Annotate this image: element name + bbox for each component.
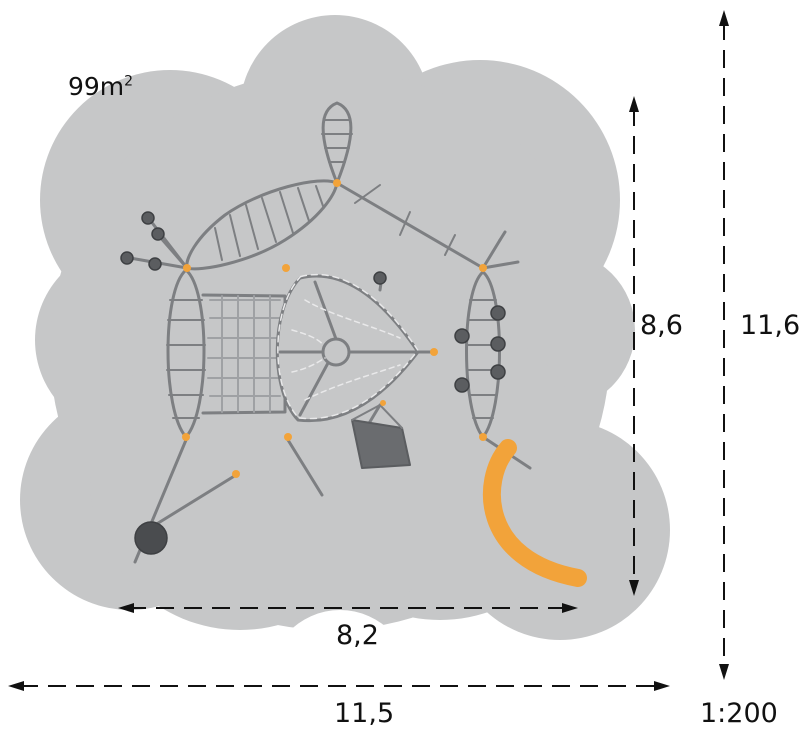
- area-label: 99m2: [68, 72, 133, 101]
- arrow-right-icon: [654, 681, 670, 691]
- area-exponent: 2: [124, 73, 134, 90]
- ball-icon: [120, 251, 134, 265]
- anchor-points: [182, 179, 487, 478]
- ball-icon: [490, 336, 506, 352]
- inner-width-label: 8,2: [336, 620, 379, 651]
- hanging-panel: [351, 404, 411, 469]
- arrow-right-icon: [562, 603, 578, 613]
- arrow-down-icon: [629, 580, 639, 596]
- arrow-left-icon: [118, 603, 134, 613]
- slide: [482, 439, 587, 587]
- big-ball-icon: [134, 521, 168, 555]
- ball-icon: [490, 305, 506, 321]
- zone-notch: [265, 610, 415, 735]
- inner-height-label: 8,6: [640, 310, 683, 341]
- ball-icon: [454, 377, 470, 393]
- ball-icon: [148, 257, 162, 271]
- outer-height-label: 11,6: [740, 310, 800, 341]
- area-value: 99m: [68, 72, 125, 101]
- ball-icon: [151, 227, 165, 241]
- scale-label: 1:200: [700, 698, 778, 729]
- top-right-rope: [335, 181, 520, 270]
- arrow-down-icon: [719, 664, 729, 680]
- outer-width-label: 11,5: [334, 698, 395, 729]
- safety-zone: [20, 15, 670, 640]
- ball-icon: [373, 271, 387, 285]
- top-pod: [321, 101, 353, 185]
- ball-icon: [490, 364, 506, 380]
- arrow-left-icon: [8, 681, 24, 691]
- ball-icon: [454, 328, 470, 344]
- arrow-up-icon: [629, 96, 639, 112]
- ball-icon: [141, 211, 155, 225]
- arrow-up-icon: [719, 10, 729, 26]
- climbing-structure: [128, 101, 532, 564]
- ball-elements: [120, 211, 506, 555]
- dimension-lines: [8, 10, 729, 691]
